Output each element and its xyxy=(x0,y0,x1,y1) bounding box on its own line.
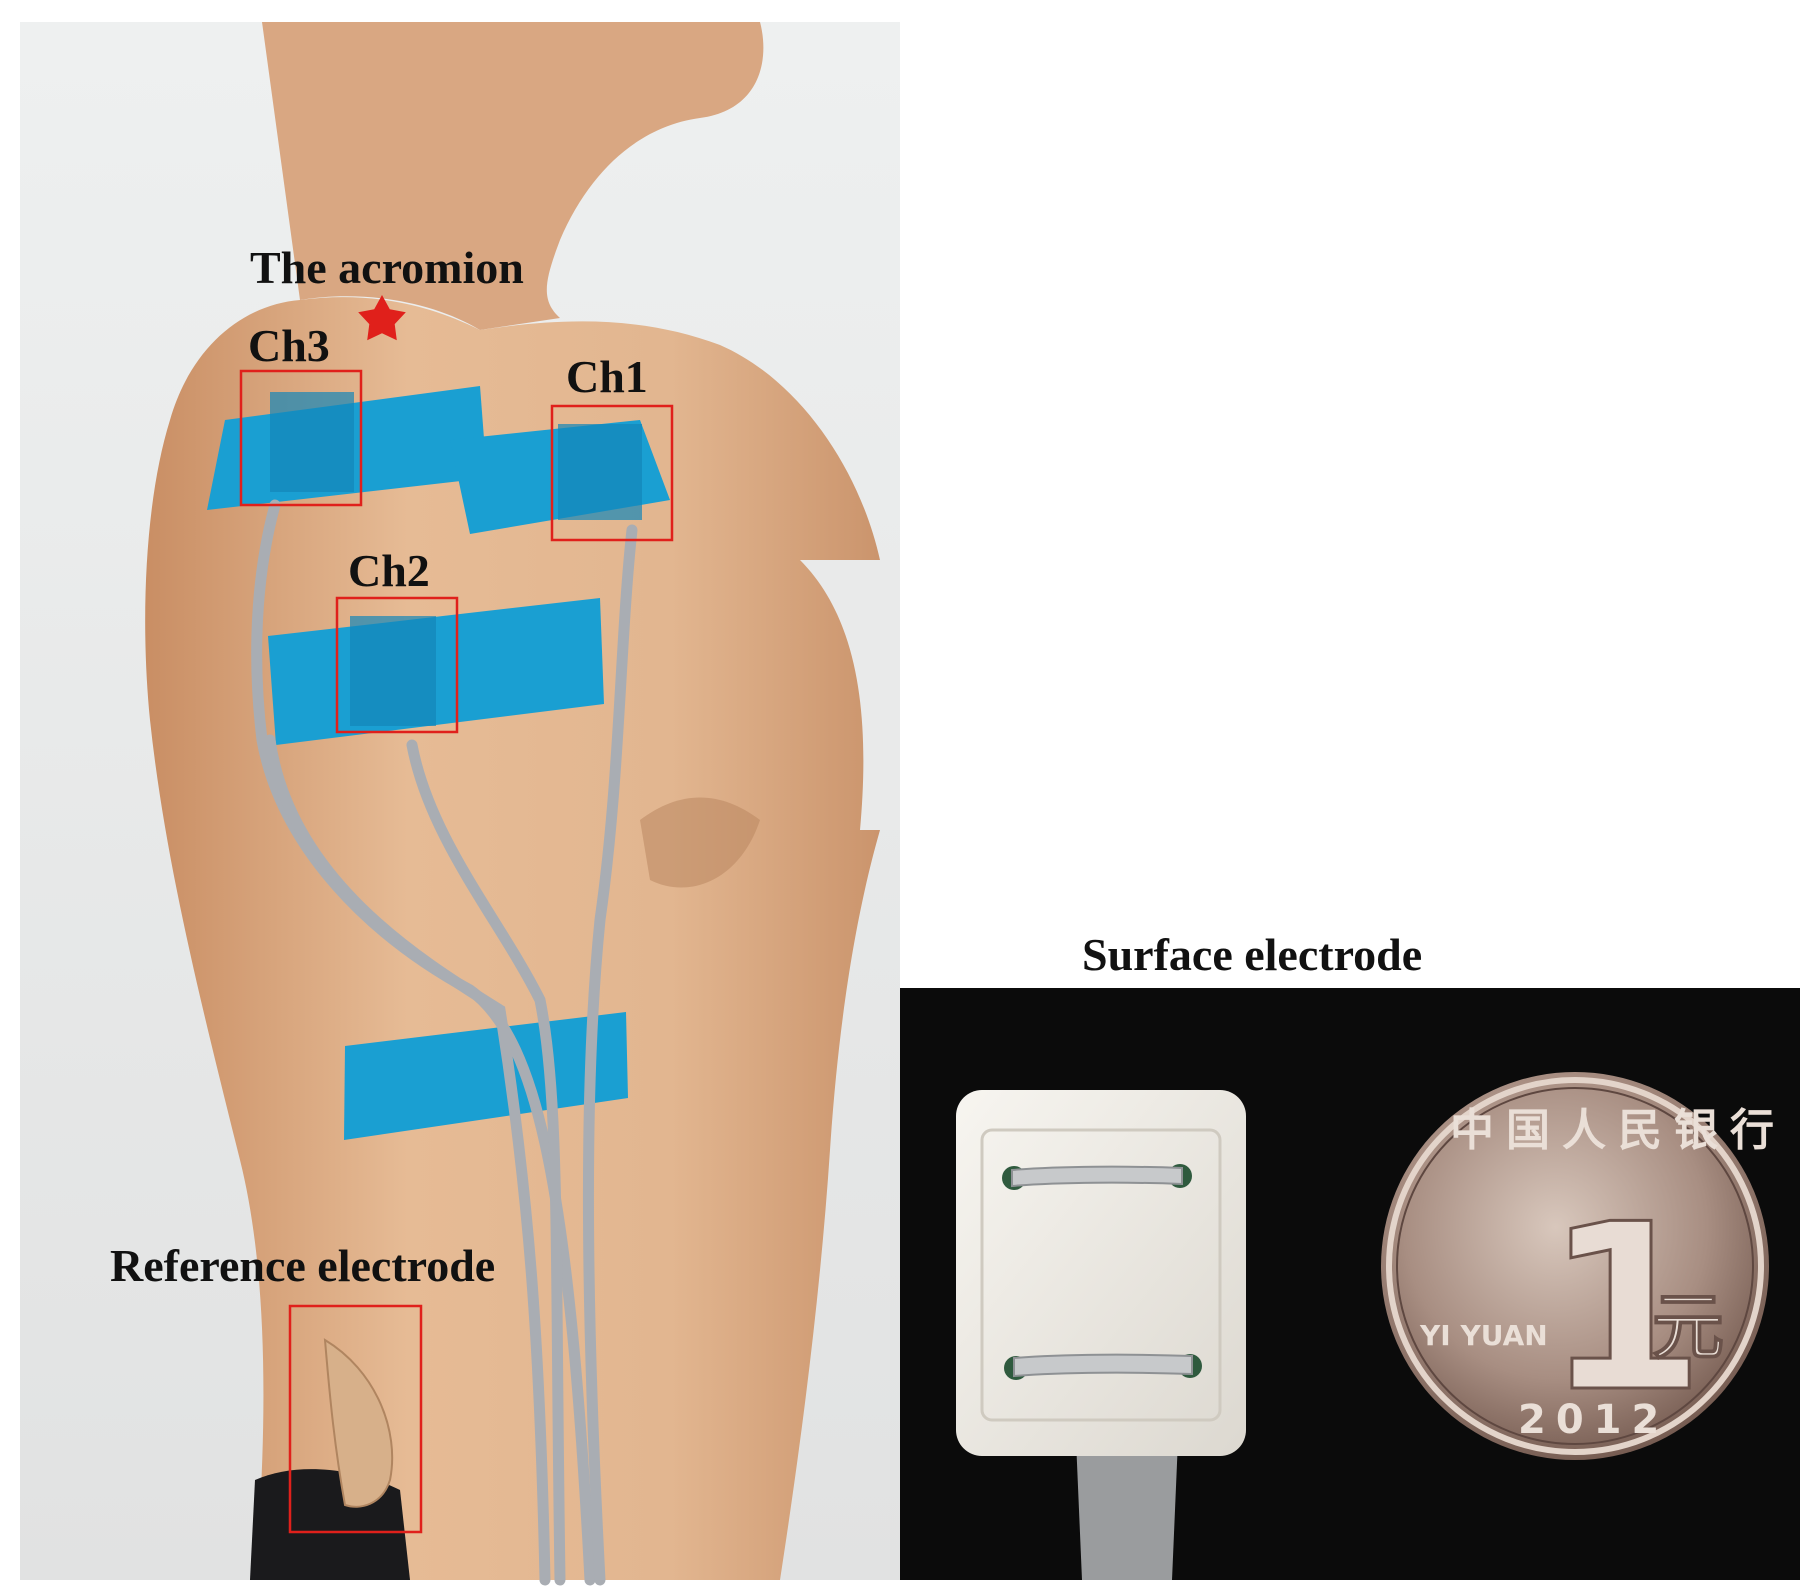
coin: 1 元 YI YUAN 2012 中国人民银行 xyxy=(1381,1072,1786,1460)
star-icon xyxy=(358,295,406,341)
chest-edge xyxy=(800,560,900,830)
marker-box-ch3 xyxy=(239,369,363,507)
coin-inner-rim xyxy=(1396,1087,1754,1445)
coin-legend: 中国人民银行 xyxy=(1450,1105,1786,1156)
label-reference: Reference electrode xyxy=(110,1240,495,1291)
neck xyxy=(262,22,764,330)
label-surface: Surface electrode xyxy=(1082,929,1422,980)
coin-unit-char: 元 xyxy=(1652,1285,1724,1369)
label-ch1: Ch1 xyxy=(566,351,648,402)
reference-pad xyxy=(323,1338,394,1508)
coin-year: 2012 xyxy=(1518,1397,1669,1443)
electrode-ch1-patch xyxy=(558,424,642,520)
coin-numeral: 1 xyxy=(1545,1176,1705,1443)
arm-photo: The acromion Ch3 Ch1 Ch2 Reference elect… xyxy=(20,22,900,1586)
electrode-ch2-patch xyxy=(350,616,436,726)
torso-arm xyxy=(145,297,895,1581)
label-acromion: The acromion xyxy=(250,242,524,293)
coin-denomination: YI YUAN xyxy=(1419,1319,1548,1352)
marker-box-ch2 xyxy=(335,596,459,734)
electrode-ch3-patch xyxy=(270,392,354,492)
marker-box-ch1 xyxy=(550,404,674,542)
electrode-block xyxy=(956,1090,1246,1456)
electrode-block-face xyxy=(980,1128,1222,1422)
electrode-photo: 1 元 YI YUAN 2012 中国人民银行 xyxy=(900,988,1800,1580)
electrode-cables xyxy=(251,499,638,1586)
label-ch3: Ch3 xyxy=(248,320,330,371)
armpit-shadow xyxy=(640,797,760,888)
coin-rim xyxy=(1386,1077,1764,1455)
marker-box-reference xyxy=(288,1304,423,1534)
surface-electrode xyxy=(956,1090,1246,1580)
coin-disc xyxy=(1381,1072,1769,1460)
label-ch2: Ch2 xyxy=(348,545,430,596)
contact-wire xyxy=(1011,1165,1183,1188)
contact-wire xyxy=(1013,1353,1193,1378)
electrode-cable-stem xyxy=(1076,1440,1178,1580)
